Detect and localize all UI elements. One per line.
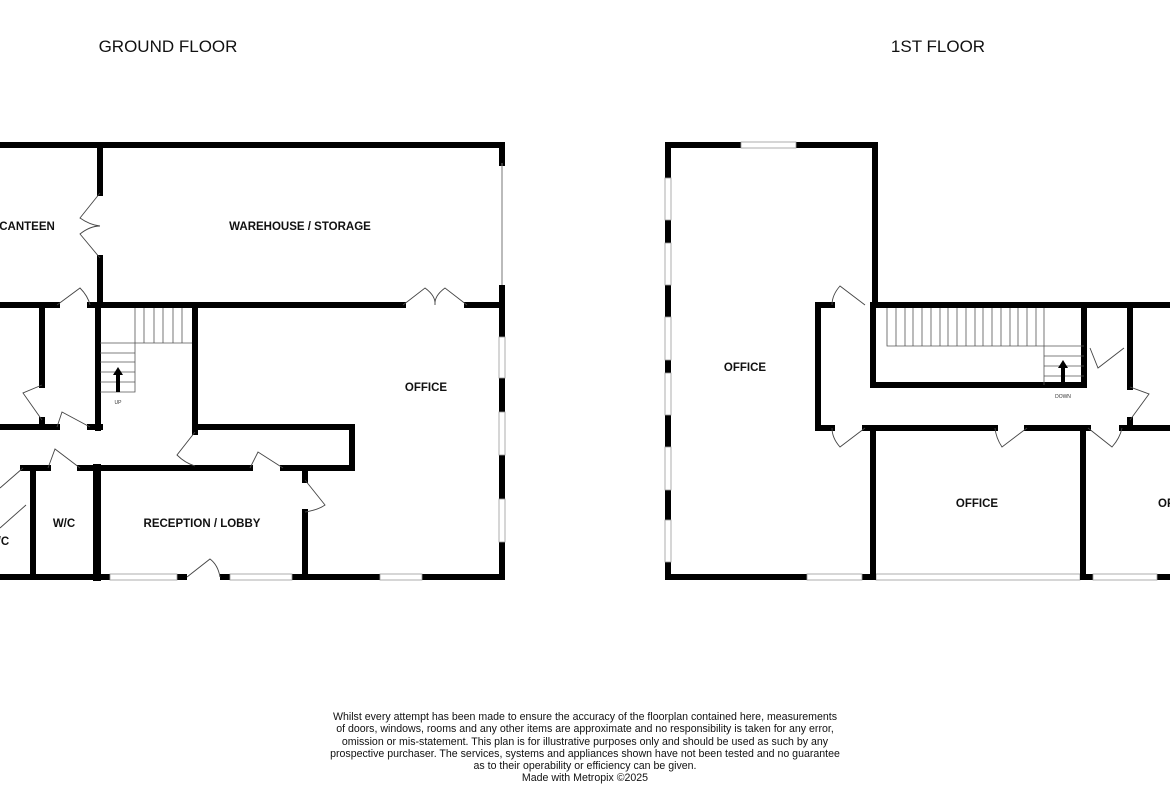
first-floor-title: 1ST FLOOR [891, 37, 985, 56]
room-label-wc: W/C [53, 518, 75, 530]
stairs-down-label: DOWN [1055, 394, 1071, 400]
first-floor-stairs: DOWN [886, 308, 1084, 400]
room-label-canteen: CANTEEN [0, 221, 55, 233]
disclaimer-line: omission or mis-statement. This plan is … [341, 735, 829, 748]
first-floor-plan: DOWN OFFICE OFFICE OFFICE [664, 141, 1170, 581]
room-label-office: OFFICE [405, 382, 447, 394]
room-label-warehouse: WAREHOUSE / STORAGE [229, 221, 371, 233]
stairs-down-arrow-icon [1058, 360, 1068, 385]
stairs-up-arrow-icon [113, 367, 123, 392]
ground-stairs: UP [100, 308, 192, 406]
ground-floor-title: GROUND FLOOR [99, 37, 238, 56]
ground-floor-plan: UP CANTEEN WAREHOUSE / STORAGE OFFICE W/… [0, 142, 506, 581]
disclaimer-line: Whilst every attempt has been made to en… [332, 711, 838, 723]
stairs-up-label: UP [115, 400, 123, 406]
room-label-wc-partial: W/C [0, 536, 9, 548]
credit-line: Made with Metropix ©2025 [521, 772, 649, 785]
disclaimer-line: of doors, windows, rooms and any other i… [336, 723, 834, 736]
room-label-office-right: OFFICE [1158, 498, 1170, 510]
room-label-office-middle: OFFICE [956, 498, 998, 510]
room-label-office-large: OFFICE [724, 362, 766, 374]
disclaimer: Whilst every attempt has been made to en… [300, 711, 870, 785]
disclaimer-line: prospective purchaser. The services, sys… [330, 747, 840, 760]
room-label-reception: RECEPTION / LOBBY [144, 518, 261, 530]
disclaimer-line: as to their operability or efficiency ca… [473, 760, 697, 773]
